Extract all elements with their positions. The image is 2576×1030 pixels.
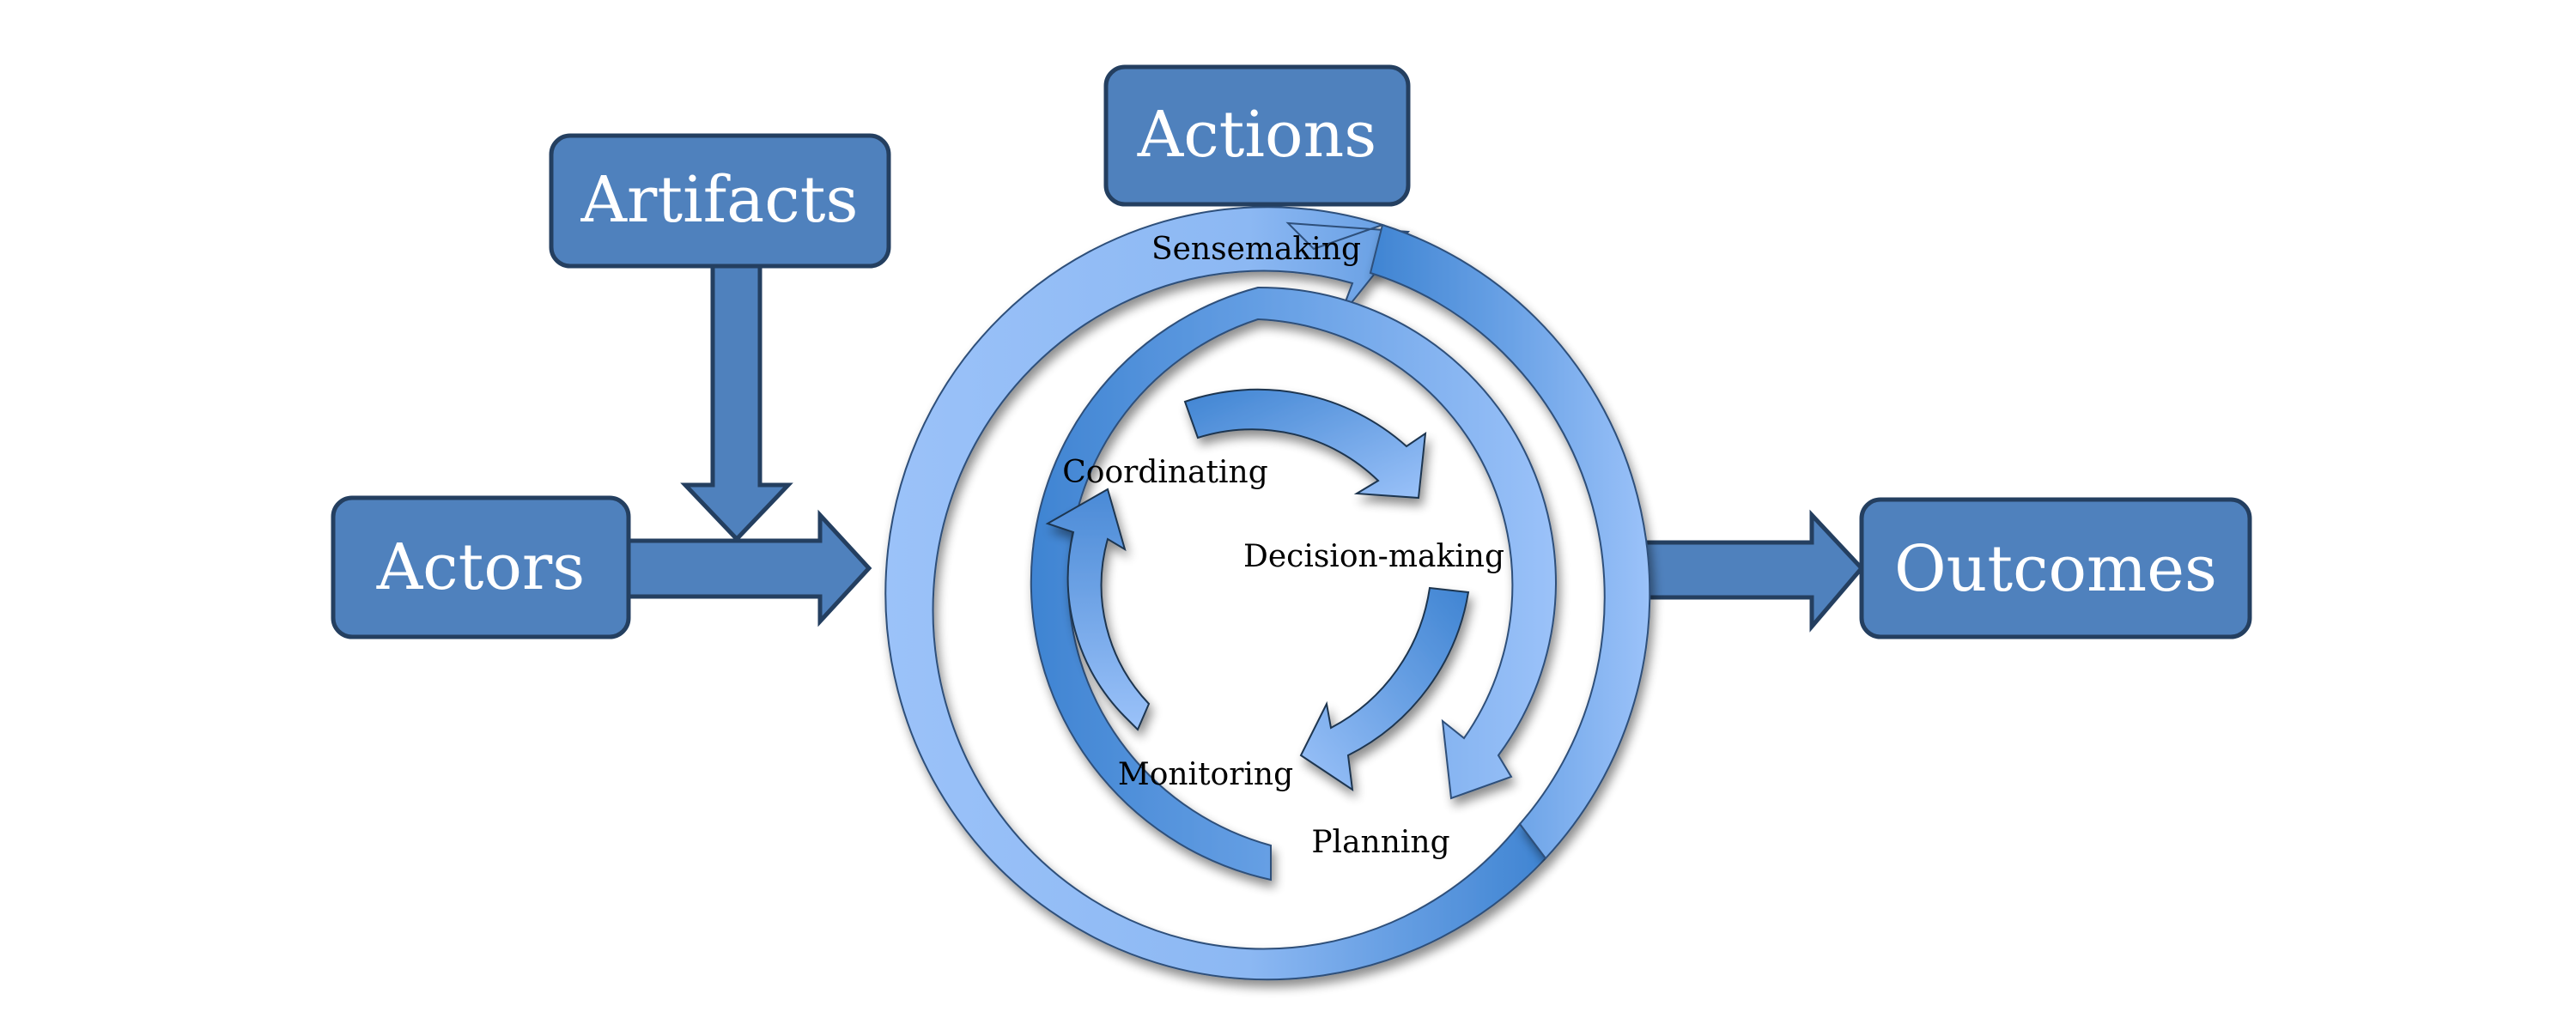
monitoring-label: Monitoring — [1118, 757, 1293, 792]
outcomes-label: Outcomes — [1894, 532, 2217, 606]
inner-arrow-monitoring-to-coordinating — [1045, 488, 1151, 731]
outcomes-right-arrow — [1629, 509, 1865, 633]
actions-label: Actions — [1137, 98, 1376, 172]
artifacts-label: Artifacts — [580, 163, 859, 237]
actors-box: Actors — [331, 495, 631, 639]
middle-cycle-arrow — [1030, 286, 1558, 882]
artifacts-box: Artifacts — [549, 133, 891, 269]
inner-arrow-coordinating-to-decision — [1183, 388, 1427, 500]
sensemaking-label: Sensemaking — [1151, 232, 1361, 267]
inner-arrow-decision-to-monitoring — [1299, 586, 1470, 792]
actions-box: Actions — [1103, 64, 1411, 207]
outer-cycle-arrow-dark — [1369, 223, 1651, 860]
artifacts-down-arrow — [680, 264, 793, 542]
planning-label: Planning — [1311, 825, 1449, 860]
actors-right-arrow — [626, 509, 872, 627]
actors-label: Actors — [376, 530, 586, 604]
coordinating-label: Coordinating — [1062, 455, 1268, 490]
outcomes-box: Outcomes — [1859, 497, 2252, 639]
decision-making-label: Decision-making — [1243, 539, 1504, 574]
